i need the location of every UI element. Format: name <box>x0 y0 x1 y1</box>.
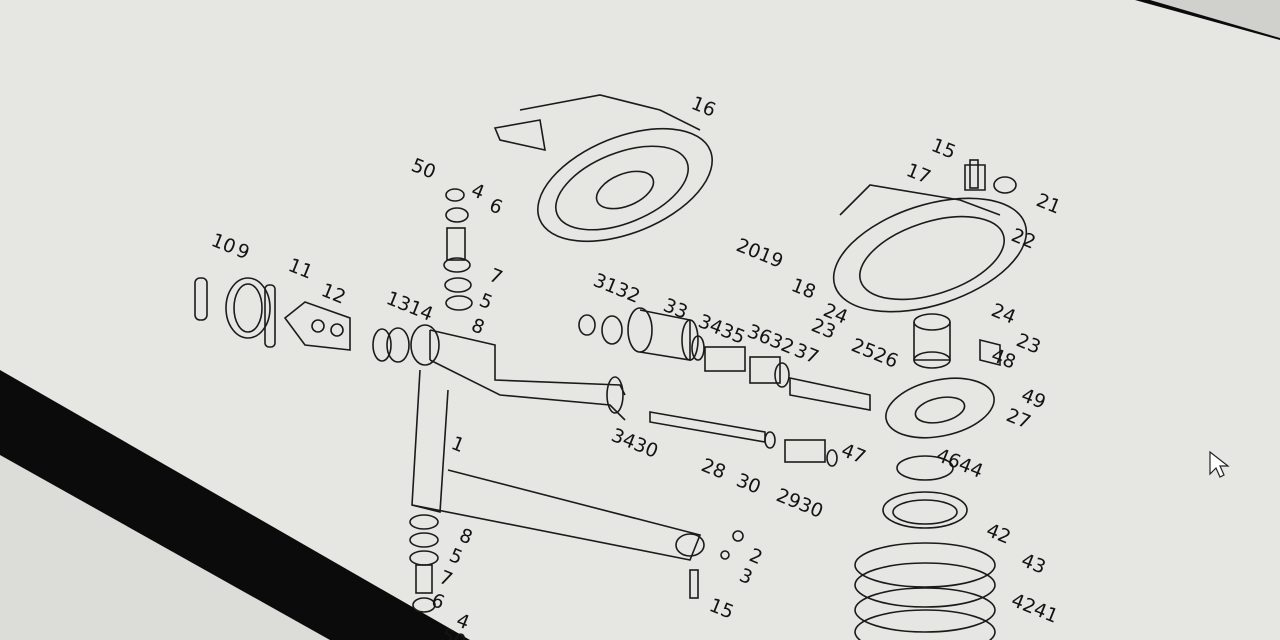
hub <box>882 455 968 529</box>
housing-right <box>832 164 1028 313</box>
disc-stack <box>854 542 996 640</box>
small-fasteners <box>689 159 1001 599</box>
lower-paper-edge <box>0 455 330 640</box>
stack-bearing-row <box>578 307 871 411</box>
gear <box>885 377 995 439</box>
collar <box>913 313 951 369</box>
shaft-lower <box>649 411 838 467</box>
mouse-pointer-icon <box>1209 450 1230 478</box>
stack-lower <box>409 514 439 613</box>
stack-upper <box>443 188 473 311</box>
parts-drawing <box>194 94 1028 640</box>
main-frame <box>410 324 705 561</box>
housing-upper <box>493 94 713 243</box>
stack-left <box>194 277 410 363</box>
paper-corner <box>1150 0 1280 38</box>
